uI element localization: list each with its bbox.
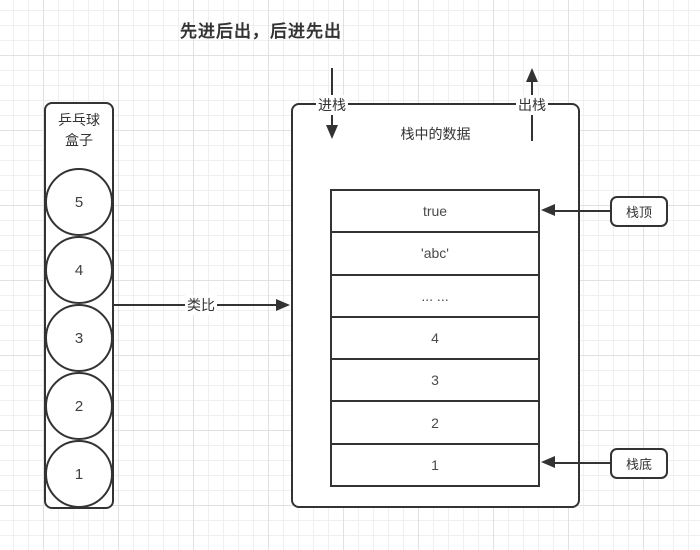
pop-arrow-head-icon <box>526 68 538 82</box>
stack-top-arrow-head-icon <box>541 204 555 216</box>
stack-top-callout: 栈顶 <box>610 196 668 227</box>
stack-bottom-arrow-line <box>547 462 610 464</box>
ball-1: 1 <box>45 440 113 508</box>
analogy-arrow-head-icon <box>276 299 290 311</box>
ball-2: 2 <box>45 372 113 440</box>
stack-cell: true <box>422 203 448 220</box>
ball-4: 4 <box>45 236 113 304</box>
stack-cell: 2 <box>332 400 538 442</box>
ball-5: 5 <box>45 168 113 236</box>
stack-bottom-arrow-head-icon <box>541 456 555 468</box>
push-arrow-head-icon <box>326 125 338 139</box>
pingpong-box-label-line1: 乒乓球 <box>58 112 100 128</box>
stack-cells: true 'abc' ... ... 4 3 2 1 <box>330 189 540 487</box>
stack-panel-title: 栈中的数据 <box>400 126 471 142</box>
analogy-arrow-label: 类比 <box>185 295 217 315</box>
pop-arrow-label: 出栈 <box>516 95 548 115</box>
diagram-title: 先进后出，后进先出 <box>180 22 342 41</box>
stack-bottom-callout: 栈底 <box>610 448 668 479</box>
push-arrow-label: 进栈 <box>316 95 348 115</box>
pingpong-box-label-line2: 盒子 <box>65 132 93 148</box>
pingpong-box-label: 乒乓球 盒子 <box>44 110 114 150</box>
stack-top-arrow-line <box>547 210 610 212</box>
stack-cell: 4 <box>332 315 538 358</box>
stack-cell: 'abc' <box>332 231 538 273</box>
ball-3: 3 <box>45 304 113 372</box>
stack-cell: 1 <box>332 442 538 485</box>
stack-cell: ... ... <box>332 273 538 316</box>
stack-cell: 3 <box>332 358 538 400</box>
